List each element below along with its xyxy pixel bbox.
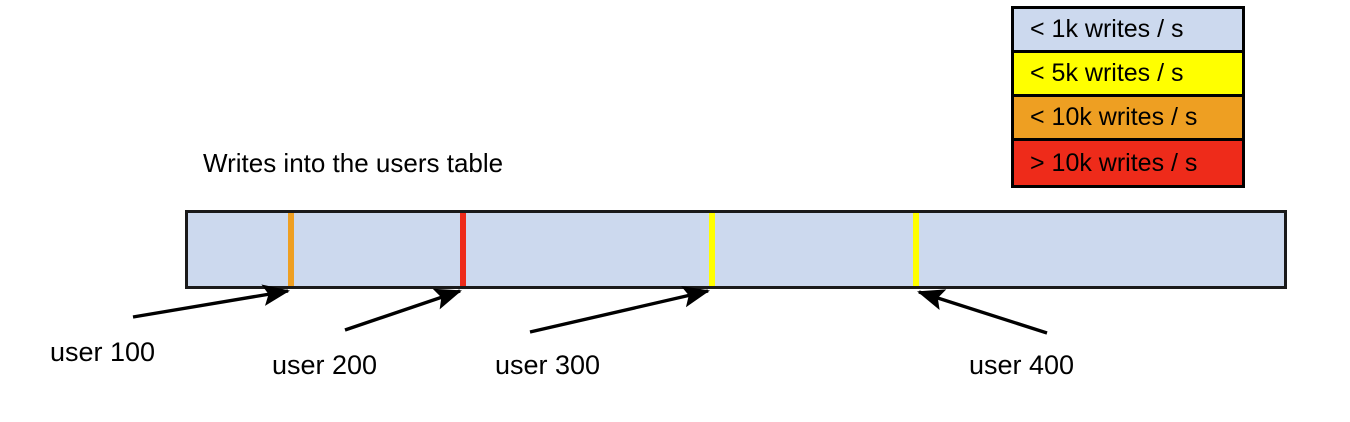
bar-marker-user-300 [709,213,715,286]
legend-row-under-1k: < 1k writes / s [1014,9,1242,53]
chart-title: Writes into the users table [203,148,504,178]
legend: < 1k writes / s < 5k writes / s < 10k wr… [1011,6,1245,188]
arrow-user-200 [344,288,462,332]
arrow-user-400 [917,289,1048,335]
legend-label: < 5k writes / s [1030,59,1184,87]
callout-label-user-100: user 100 [50,337,156,367]
legend-label: < 10k writes / s [1030,103,1198,131]
bar-marker-user-400 [913,213,919,286]
bar-marker-user-100 [288,213,294,286]
callout-label-user-200: user 200 [272,350,378,380]
arrow-user-300 [529,286,710,334]
legend-row-over-10k: > 10k writes / s [1014,141,1242,185]
users-table-keyspace-bar [185,210,1287,289]
callout-label-user-300: user 300 [495,350,601,380]
legend-label: < 1k writes / s [1030,15,1184,43]
legend-row-under-10k: < 10k writes / s [1014,97,1242,141]
arrow-user-100 [132,284,291,319]
legend-row-under-5k: < 5k writes / s [1014,53,1242,97]
legend-label: > 10k writes / s [1030,148,1198,177]
bar-marker-user-200 [460,213,466,286]
callout-label-user-400: user 400 [969,350,1075,380]
